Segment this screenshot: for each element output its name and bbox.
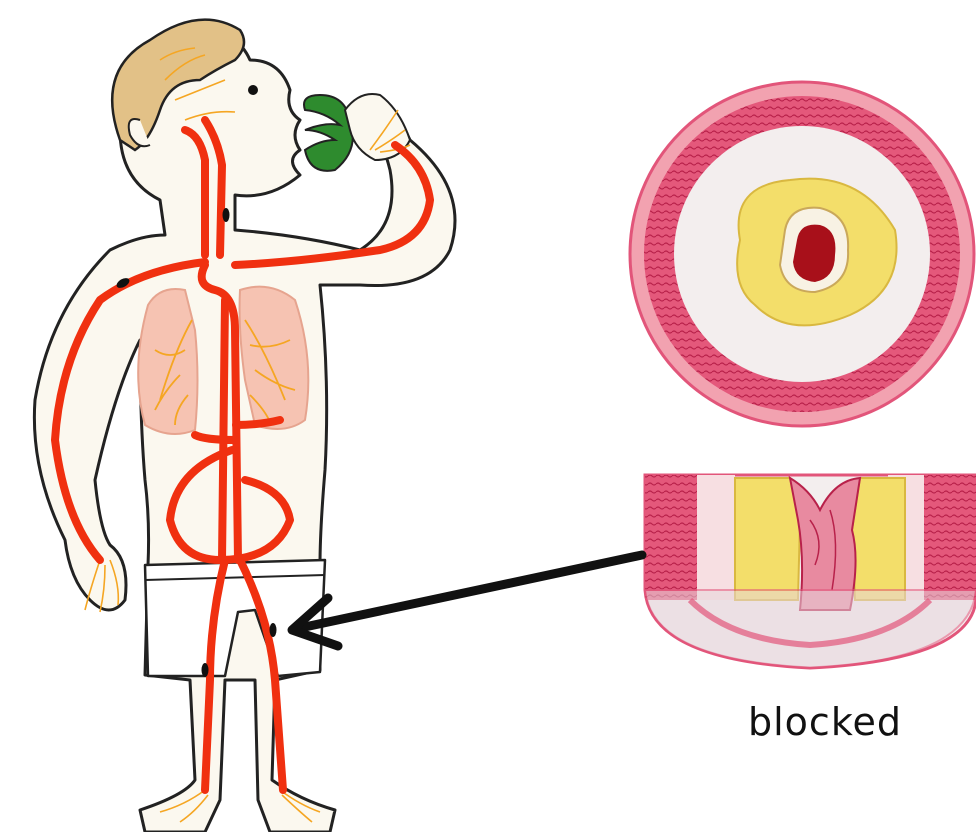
apple-icon bbox=[304, 95, 353, 171]
human-figure bbox=[34, 20, 455, 832]
artery-longitudinal-section bbox=[645, 475, 976, 668]
pointer-arrow-icon bbox=[292, 555, 642, 646]
artery-cross-section bbox=[630, 82, 974, 426]
blocked-label: blocked bbox=[748, 700, 902, 744]
eye bbox=[248, 85, 258, 95]
